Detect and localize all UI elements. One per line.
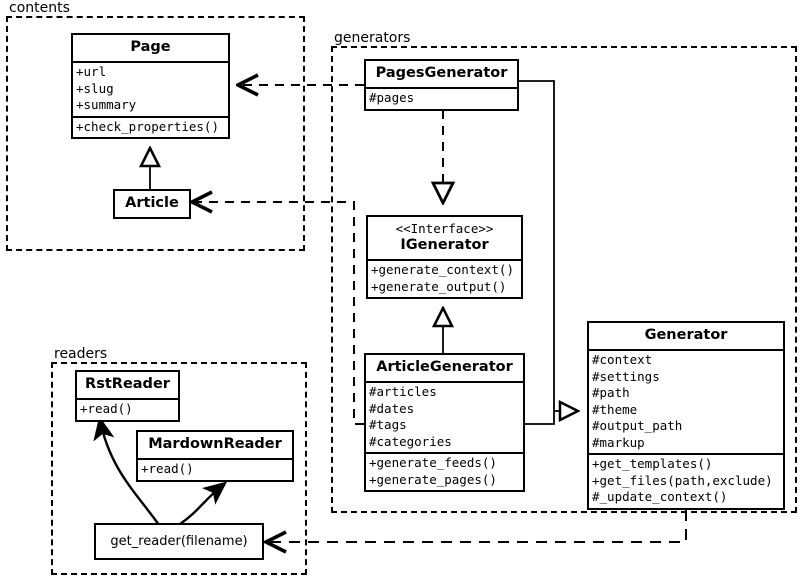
class-pages-generator-title: PagesGenerator bbox=[375, 65, 508, 81]
class-rst-reader-methods: +read() bbox=[77, 398, 178, 420]
package-generators-label: generators bbox=[331, 30, 414, 46]
class-generator-attributes: #context #settings #path #theme #output_… bbox=[589, 349, 783, 453]
class-article-generator-methods: +generate_feeds() +generate_pages() bbox=[366, 452, 523, 490]
class-page[interactable]: Page +url +slug +summary +check_properti… bbox=[71, 33, 230, 139]
method: +generate_pages() bbox=[369, 471, 497, 487]
attribute: #theme bbox=[592, 401, 638, 417]
method: +generate_feeds() bbox=[369, 455, 497, 470]
attribute: #markup bbox=[592, 434, 645, 450]
class-article-generator-title: ArticleGenerator bbox=[376, 359, 513, 375]
method: +generate_output() bbox=[371, 278, 507, 294]
attribute: +slug bbox=[76, 80, 114, 96]
package-readers bbox=[51, 362, 307, 575]
class-igenerator[interactable]: <<Interface>> IGenerator +generate_conte… bbox=[366, 215, 523, 299]
class-page-title: Page bbox=[130, 39, 171, 55]
method: +read() bbox=[80, 401, 133, 416]
attribute: #output_path bbox=[592, 418, 683, 433]
method: +get_templates() bbox=[592, 456, 713, 471]
class-generator[interactable]: Generator #context #settings #path #them… bbox=[587, 321, 785, 510]
class-rst-reader[interactable]: RstReader +read() bbox=[75, 370, 180, 422]
class-article-title: Article bbox=[125, 195, 179, 211]
class-igenerator-stereotype: <<Interface>> bbox=[395, 221, 494, 236]
class-generator-methods: +get_templates() +get_files(path,exclude… bbox=[589, 453, 783, 508]
edge-generator-uses-get-reader bbox=[266, 510, 687, 542]
class-mardown-reader-title: MardownReader bbox=[148, 436, 282, 452]
attribute: #context bbox=[592, 352, 653, 367]
class-generator-title: Generator bbox=[644, 327, 728, 343]
attribute: #categories bbox=[369, 433, 452, 449]
class-igenerator-methods: +generate_context() +generate_output() bbox=[368, 259, 521, 297]
attribute: #articles bbox=[369, 384, 437, 399]
package-readers-label: readers bbox=[51, 346, 111, 362]
attribute: #pages bbox=[369, 90, 415, 105]
attribute: #tags bbox=[369, 417, 407, 432]
function-get-reader[interactable]: get_reader(filename) bbox=[94, 523, 264, 560]
method: +read() bbox=[141, 461, 194, 476]
attribute: #settings bbox=[592, 368, 660, 384]
package-contents-label: contents bbox=[6, 0, 73, 16]
attribute: +url bbox=[76, 64, 107, 79]
package-contents bbox=[6, 16, 305, 251]
class-page-attributes: +url +slug +summary bbox=[73, 61, 228, 116]
class-pages-generator-attributes: #pages bbox=[366, 87, 517, 109]
attribute: #path bbox=[592, 385, 630, 400]
class-igenerator-name: IGenerator bbox=[400, 237, 489, 253]
function-get-reader-label: get_reader(filename) bbox=[110, 534, 248, 549]
method: +generate_context() bbox=[371, 262, 514, 277]
attribute: #dates bbox=[369, 400, 415, 416]
class-pages-generator[interactable]: PagesGenerator #pages bbox=[364, 59, 519, 111]
class-mardown-reader-methods: +read() bbox=[138, 458, 292, 480]
class-article-generator-attributes: #articles #dates #tags #categories bbox=[366, 381, 523, 452]
method: #_update_context() bbox=[592, 489, 728, 504]
class-mardown-reader[interactable]: MardownReader +read() bbox=[136, 430, 294, 482]
class-page-methods: +check_properties() bbox=[73, 115, 228, 138]
class-igenerator-title: <<Interface>> IGenerator bbox=[368, 217, 521, 259]
class-article[interactable]: Article bbox=[113, 189, 191, 219]
package-generators bbox=[331, 46, 797, 513]
attribute: +summary bbox=[76, 97, 137, 112]
method: +get_files(path,exclude) bbox=[592, 472, 773, 488]
class-rst-reader-title: RstReader bbox=[85, 376, 170, 392]
method: +check_properties() bbox=[76, 118, 219, 134]
class-article-generator[interactable]: ArticleGenerator #articles #dates #tags … bbox=[364, 353, 525, 492]
